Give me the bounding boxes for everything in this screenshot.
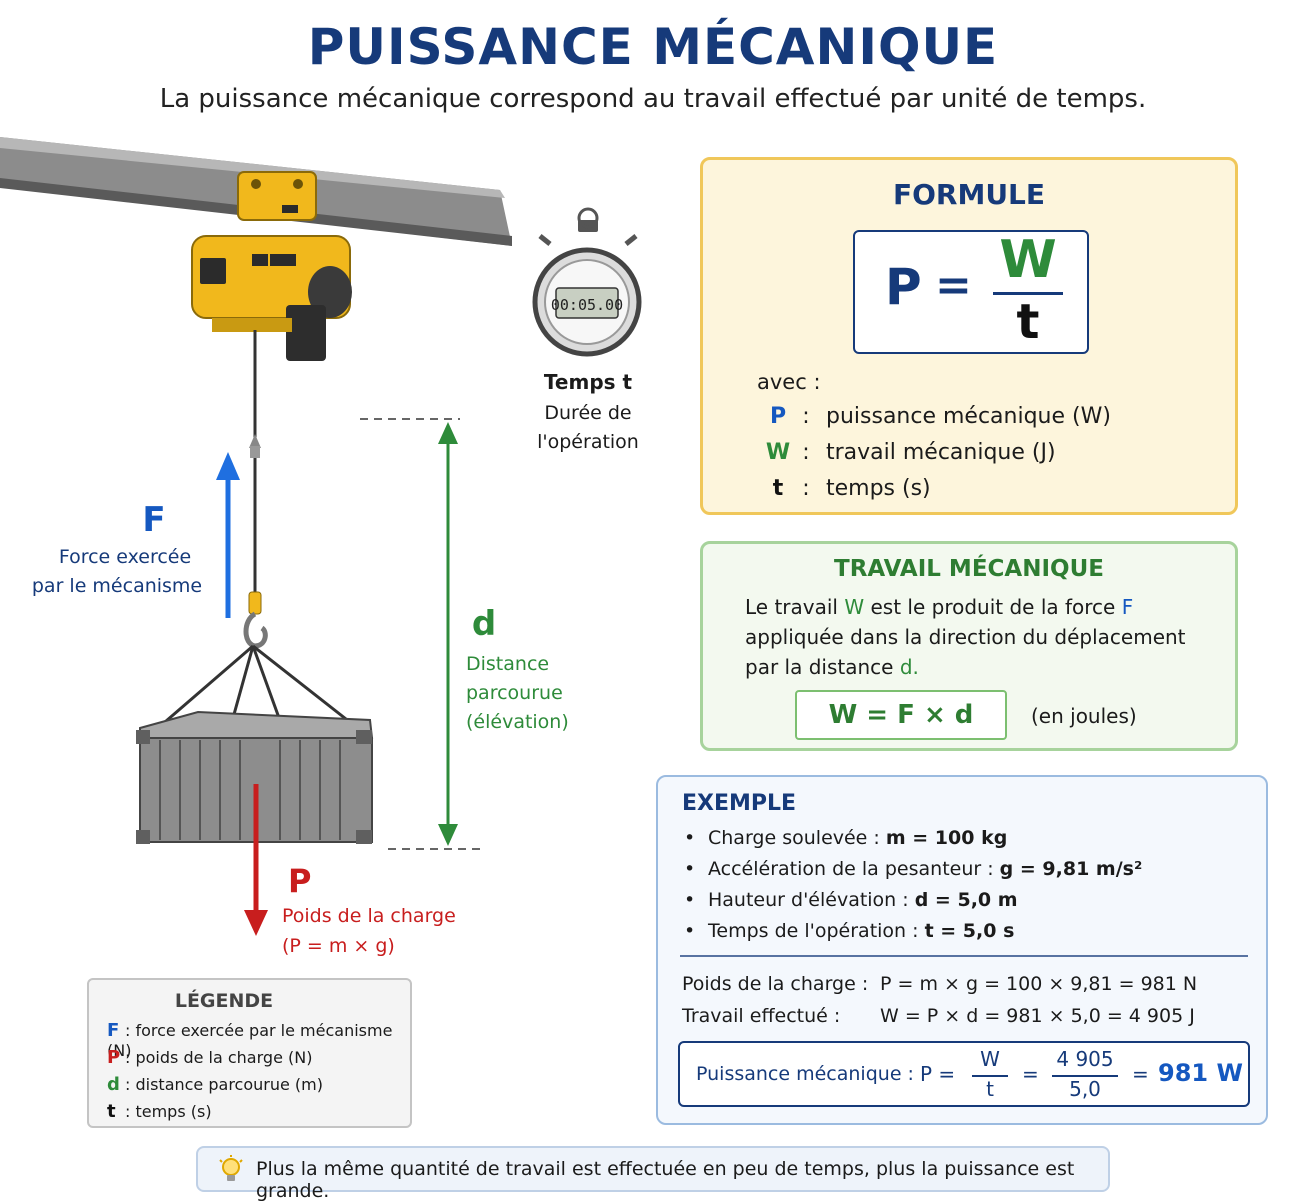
hoist-motor: [191, 235, 352, 361]
formula-denominator: t: [1016, 294, 1040, 350]
stopwatch-icon: 00:05.00: [532, 207, 642, 357]
tip-text: Plus la même quantité de travail est eff…: [256, 1158, 1075, 1202]
example-panel: EXEMPLE •Charge soulevée : m = 100 kg •A…: [656, 775, 1268, 1125]
force-desc-2: par le mécanisme: [31, 575, 203, 597]
definition-text: temps (s): [826, 476, 931, 501]
weight-arrow: [244, 784, 268, 936]
page-subtitle: La puissance mécanique correspond au tra…: [159, 84, 1147, 114]
power-lhs: P =: [920, 1062, 956, 1086]
example-item: •Accélération de la pesanteur : g = 9,81…: [684, 858, 1143, 880]
definition-p: P: puissance mécanique (W): [763, 404, 1111, 429]
force-symbol: F: [142, 500, 166, 540]
calc-row-weight: Poids de la charge :P = m × g = 100 × 9,…: [682, 973, 1198, 995]
timer-label: Temps t: [543, 370, 633, 394]
force-arrow: [216, 452, 240, 618]
distance-desc-1: Distance: [466, 653, 550, 675]
weight-symbol: P: [288, 862, 312, 900]
work-formula: W = F × d: [795, 690, 1007, 740]
work-unit: (en joules): [1031, 704, 1137, 728]
distance-desc-3: (élévation): [466, 711, 569, 733]
definition-text: travail mécanique (J): [826, 440, 1056, 465]
formula-equals: =: [935, 260, 972, 311]
timer-desc-1: Durée de: [544, 402, 632, 424]
formula-lhs: P: [885, 258, 922, 316]
formula-frame: P = W t: [853, 230, 1089, 354]
power-frac1-num: W: [980, 1047, 1000, 1071]
tip-banner: Plus la même quantité de travail est eff…: [196, 1146, 1110, 1202]
lightbulb-icon: [219, 1155, 243, 1181]
work-title: TRAVAIL MÉCANIQUE: [834, 556, 1104, 582]
definition-symbol: P: [769, 404, 787, 429]
power-eq2: =: [1132, 1062, 1149, 1086]
stopwatch-display: 00:05.00: [551, 296, 623, 314]
hook: [243, 591, 268, 649]
legend-panel: LÉGENDE F: force exercée par le mécanism…: [87, 978, 412, 1128]
work-panel: TRAVAIL MÉCANIQUE Le travail W est le pr…: [700, 541, 1238, 751]
example-item: •Temps de l'opération : t = 5,0 s: [684, 920, 1015, 942]
calc-row-work: Travail effectué :W = P × d = 981 × 5,0 …: [682, 1005, 1195, 1027]
formula-numerator: W: [999, 230, 1057, 290]
legend-item: t: temps (s): [107, 1101, 212, 1122]
page-title: PUISSANCE MÉCANIQUE: [307, 18, 999, 76]
legend-item: P: poids de la charge (N): [107, 1047, 313, 1068]
power-result: Puissance mécanique : P = W t = 4 905 5,…: [678, 1041, 1250, 1107]
distance-symbol: d: [471, 604, 497, 644]
weight-desc-1: Poids de la charge: [282, 905, 456, 927]
distance-arrow: [360, 418, 486, 850]
power-value: 981 W: [1158, 1059, 1243, 1087]
power-frac1-den: t: [986, 1077, 994, 1101]
power-label: Puissance mécanique :: [696, 1063, 914, 1085]
example-item: •Charge soulevée : m = 100 kg: [684, 827, 1008, 849]
work-description: Le travail W est le produit de la force …: [745, 595, 1186, 679]
definition-t: t: temps (s): [763, 476, 931, 501]
hoist-trolley: [237, 171, 317, 221]
power-eq: =: [1022, 1062, 1039, 1086]
hoist-illustration: 00:05.00: [0, 137, 642, 936]
legend-item: d: distance parcourue (m): [107, 1074, 323, 1095]
weight-desc-2: (P = m × g): [282, 935, 395, 957]
definition-symbol: W: [765, 440, 791, 465]
example-divider: [680, 955, 1248, 957]
example-title: EXEMPLE: [682, 791, 797, 816]
legend-item: F: force exercée par le mécanisme (N): [107, 1020, 393, 1060]
definition-symbol: t: [772, 476, 784, 501]
power-frac2-num: 4 905: [1056, 1047, 1114, 1071]
formula-title: FORMULE: [892, 178, 1046, 211]
force-desc-1: Force exercée: [58, 546, 192, 568]
legend-title: LÉGENDE: [174, 990, 274, 1012]
formula-intro: avec :: [757, 370, 821, 394]
example-item: •Hauteur d'élévation : d = 5,0 m: [684, 889, 1018, 911]
timer-desc-2: l'opération: [537, 431, 639, 453]
distance-desc-2: parcourue: [466, 682, 563, 704]
formula-fraction-bar: [993, 292, 1063, 295]
definition-w: W: travail mécanique (J): [763, 440, 1056, 465]
power-frac2-den: 5,0: [1069, 1077, 1101, 1101]
definition-text: puissance mécanique (W): [826, 404, 1111, 429]
formula-panel: FORMULE P = W t avec : P: puissance méca…: [700, 157, 1238, 515]
